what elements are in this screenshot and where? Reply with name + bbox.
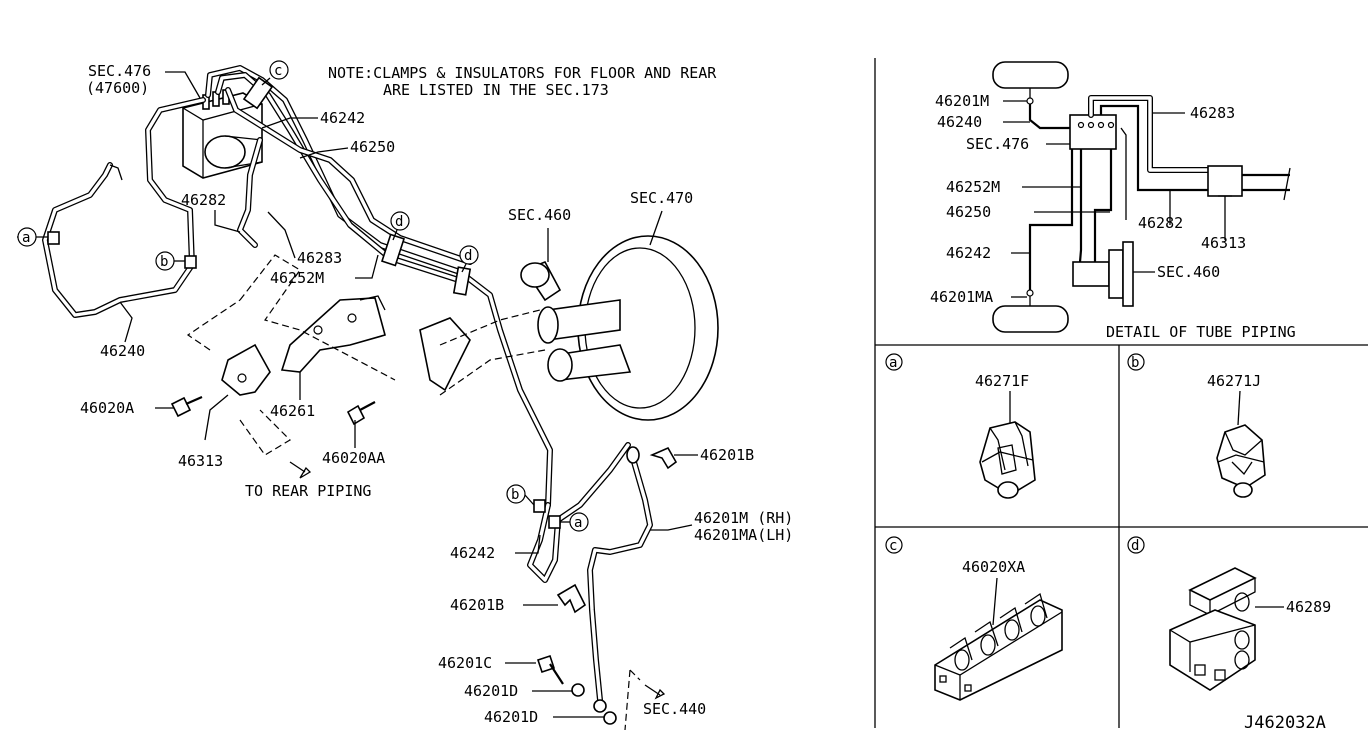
svg-text:d: d xyxy=(464,248,472,264)
callout-b-lower: b xyxy=(506,484,526,504)
detail-label-46252M: 46252M xyxy=(946,178,1000,196)
brake-hose xyxy=(587,446,653,713)
label-46201MA-lh: 46201MA(LH) xyxy=(694,526,793,544)
detail-title: DETAIL OF TUBE PIPING xyxy=(1106,323,1296,341)
detail-label-46240: 46240 xyxy=(937,113,982,131)
label-46201D-2: 46201D xyxy=(484,708,538,726)
label-46240: 46240 xyxy=(100,342,145,360)
detail-label-46242: 46242 xyxy=(946,244,991,262)
panel-a-part: 46271F xyxy=(975,372,1029,390)
detail-label-46283: 46283 xyxy=(1190,104,1235,122)
callout-d-lower: d xyxy=(459,245,479,265)
label-46201B-top: 46201B xyxy=(700,446,754,464)
panel-c: c 46020XA xyxy=(885,536,1063,701)
detail-label-46201MA: 46201MA xyxy=(930,288,993,306)
svg-text:a: a xyxy=(574,515,582,531)
clamp-a-lower xyxy=(548,515,561,529)
label-46201D-1: 46201D xyxy=(464,682,518,700)
label-46250: 46250 xyxy=(350,138,395,156)
connector-46313 xyxy=(221,343,271,396)
dashed-guide-sec440 xyxy=(624,669,641,731)
clip-46201B-upper xyxy=(649,446,678,470)
washer-46201D-upper xyxy=(571,683,585,697)
label-46201M-rh: 46201M (RH) xyxy=(694,509,793,527)
panel-c-part: 46020XA xyxy=(962,558,1025,576)
brake-booster xyxy=(520,235,719,421)
panel-b-letter: b xyxy=(1131,355,1139,371)
detail-label-46282: 46282 xyxy=(1138,214,1183,232)
label-47600: (47600) xyxy=(86,79,149,97)
to-rear-arrow-icon xyxy=(289,461,312,479)
diagram-id: J462032A xyxy=(1244,713,1326,733)
label-46020A: 46020A xyxy=(80,399,134,417)
panel-d-part: 46289 xyxy=(1286,598,1331,616)
clamp-b-lower xyxy=(533,499,546,513)
callout-a-left: a xyxy=(17,227,37,247)
detail-label-46250: 46250 xyxy=(946,203,991,221)
callout-d-upper: d xyxy=(390,211,410,231)
detail-label-46201M: 46201M xyxy=(935,92,989,110)
washer-46201D-lower xyxy=(603,711,617,725)
panel-d-letter: d xyxy=(1131,538,1139,554)
label-46201C: 46201C xyxy=(438,654,492,672)
label-46242-low: 46242 xyxy=(450,544,495,562)
panel-frame xyxy=(874,58,1368,728)
label-46252M: 46252M xyxy=(270,269,324,287)
clamp-d-upper xyxy=(381,233,405,267)
detail-label-46313: 46313 xyxy=(1201,234,1246,252)
label-to-rear-piping: TO REAR PIPING xyxy=(245,482,371,500)
label-46242-top: 46242 xyxy=(320,109,365,127)
panel-c-letter: c xyxy=(889,538,897,554)
label-sec440: SEC.440 xyxy=(643,700,706,718)
panel-a-letter: a xyxy=(889,355,897,371)
label-sec476: SEC.476 xyxy=(88,62,151,80)
note-line-1: NOTE:CLAMPS & INSULATORS FOR FLOOR AND R… xyxy=(328,64,717,82)
clamp-a-left xyxy=(47,231,60,245)
svg-text:c: c xyxy=(274,63,282,79)
dashed-guide-left xyxy=(186,254,396,456)
clamp-b-left xyxy=(184,255,197,269)
sec440-arrow-icon xyxy=(644,684,666,700)
svg-text:b: b xyxy=(511,487,519,503)
detail-tube-piping xyxy=(992,61,1291,333)
label-46201B-low: 46201B xyxy=(450,596,504,614)
label-46283: 46283 xyxy=(297,249,342,267)
svg-text:d: d xyxy=(395,214,403,230)
label-sec460: SEC.460 xyxy=(508,206,571,224)
callout-b-left: b xyxy=(155,251,175,271)
label-46313: 46313 xyxy=(178,452,223,470)
detail-label-sec476: SEC.476 xyxy=(966,135,1029,153)
callout-a-lower: a xyxy=(569,512,589,532)
detail-label-sec460: SEC.460 xyxy=(1157,263,1220,281)
note-line-2: ARE LISTED IN THE SEC.173 xyxy=(383,81,609,99)
label-46020AA: 46020AA xyxy=(322,449,385,467)
panel-d: d 46289 xyxy=(1127,536,1331,691)
label-46261: 46261 xyxy=(270,402,315,420)
panel-a: a 46271F xyxy=(885,353,1036,499)
svg-text:b: b xyxy=(160,254,168,270)
leader-lines xyxy=(17,71,698,718)
junction-bracket-46261 xyxy=(280,295,386,373)
clip-46201B-lower xyxy=(556,583,587,614)
bolt-46020A xyxy=(170,395,203,418)
svg-text:a: a xyxy=(22,230,30,246)
panel-b-part: 46271J xyxy=(1207,372,1261,390)
label-46282: 46282 xyxy=(181,191,226,209)
dashed-guide-booster xyxy=(439,309,546,396)
bolt-46201C xyxy=(536,654,564,685)
brake-tube-bundle xyxy=(42,65,631,583)
bolt-46020AA xyxy=(346,401,376,426)
booster-bracket xyxy=(419,317,471,392)
callout-c: c xyxy=(269,60,289,80)
panel-b: b 46271J xyxy=(1127,353,1266,498)
label-sec470: SEC.470 xyxy=(630,189,693,207)
